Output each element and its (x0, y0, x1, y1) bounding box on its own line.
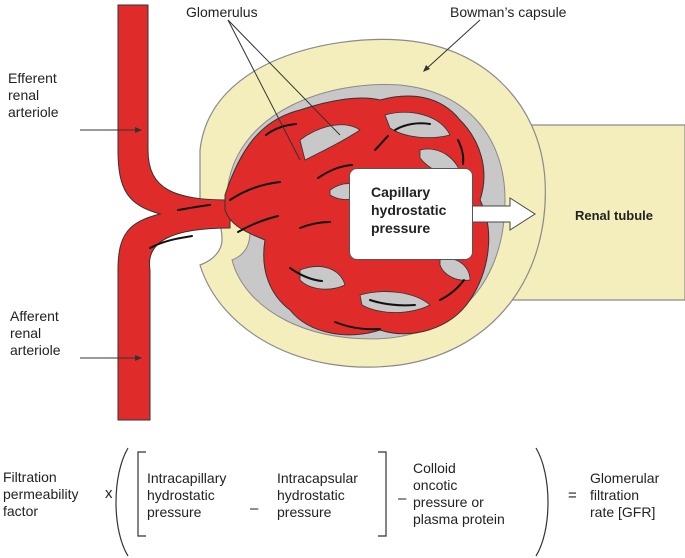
eq-minus-1: – (250, 500, 259, 517)
eq-result: Glomerular filtration rate [GFR] (590, 470, 660, 520)
eq-times: x (105, 485, 113, 502)
eq-intracapillary: Intracapillary hydrostatic pressure (147, 470, 227, 520)
label-capillary-pressure: Capillary hydrostatic pressure (371, 184, 447, 236)
leader-arrowheads (135, 65, 430, 361)
label-afferent-arteriole: Afferent renal arteriole (10, 308, 61, 358)
label-efferent-arteriole: Efferent renal arteriole (8, 70, 59, 120)
eq-equals: = (568, 487, 577, 504)
leader-lines (80, 19, 481, 359)
capillary-lumens (149, 122, 465, 331)
eq-colloid: Colloid oncotic pressure or plasma prote… (413, 460, 505, 527)
eq-intracapsular: Intracapsular hydrostatic pressure (277, 470, 358, 520)
left-paren (115, 447, 129, 557)
left-square-bracket (137, 451, 146, 537)
pressure-arrow (469, 197, 536, 231)
eq-minus-2: – (398, 490, 407, 507)
label-glomerulus: Glomerulus (186, 4, 258, 20)
eq-filtration-factor: Filtration permeability factor (3, 469, 79, 519)
arteriole-vessels (117, 4, 231, 421)
capillary-loop-gaps (299, 111, 471, 313)
capillary-pressure-box (349, 168, 473, 260)
right-paren (535, 447, 549, 557)
label-bowmans-capsule: Bowman’s capsule (450, 4, 567, 20)
label-renal-tubule: Renal tubule (575, 208, 654, 223)
right-square-bracket (378, 451, 387, 537)
equation-brackets (115, 447, 549, 557)
